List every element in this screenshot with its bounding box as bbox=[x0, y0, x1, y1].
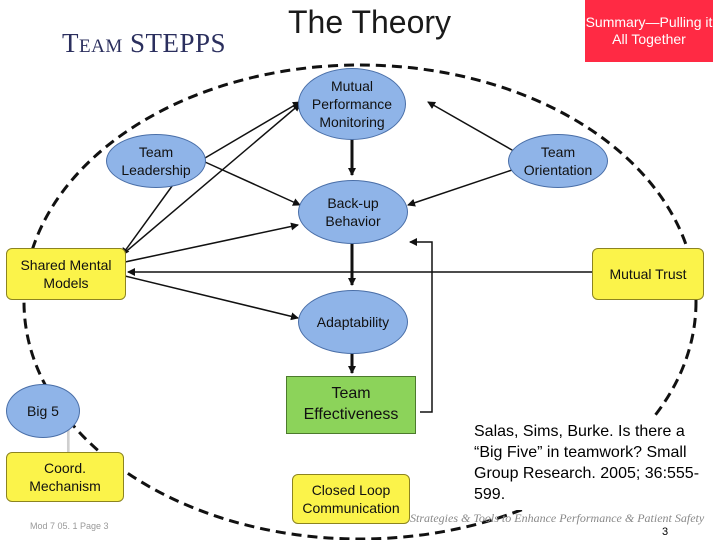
node-team-orientation: Team Orientation bbox=[508, 134, 608, 188]
footer-module-label: Mod 7 05. 1 Page 3 bbox=[30, 521, 109, 531]
node-adaptability: Adaptability bbox=[298, 290, 408, 354]
citation-text: Salas, Sims, Burke. Is there a “Big Five… bbox=[468, 418, 716, 510]
summary-badge: Summary—Pulling it All Together bbox=[585, 0, 713, 62]
node-coord-mechanism: Coord. Mechanism bbox=[6, 452, 124, 502]
node-closed-loop-communication: Closed Loop Communication bbox=[292, 474, 410, 524]
edge-leadership-smm bbox=[121, 181, 176, 256]
node-backup-behavior: Back-up Behavior bbox=[298, 180, 408, 244]
edge-leadership-backup bbox=[204, 161, 301, 206]
footer-tagline: Strategies & Tools to Enhance Performanc… bbox=[410, 511, 705, 525]
node-mutual-performance-monitoring: Mutual Performance Monitoring bbox=[298, 68, 406, 140]
edge-smm-backup bbox=[124, 222, 299, 263]
edge-leadership-monitoring bbox=[196, 101, 301, 166]
page-title: The Theory bbox=[288, 4, 452, 40]
node-team-effectiveness: Team Effectiveness bbox=[286, 376, 416, 434]
node-team-leadership: Team Leadership bbox=[106, 134, 206, 188]
edge-orientation-backup bbox=[407, 169, 513, 207]
node-shared-mental-models: Shared Mental Models bbox=[6, 248, 126, 300]
edge-orientation-monitoring bbox=[427, 101, 521, 157]
teamstepps-logo: Team STEPPS bbox=[62, 28, 227, 58]
dashed-boundary bbox=[22, 63, 698, 540]
node-big-5: Big 5 bbox=[6, 384, 80, 438]
node-mutual-trust: Mutual Trust bbox=[592, 248, 704, 300]
edge-smm-adaptability bbox=[124, 275, 299, 321]
edge-smm-monitoring bbox=[121, 103, 301, 256]
page-number: 3 bbox=[662, 526, 669, 538]
edge-effectiveness-feedback bbox=[409, 238, 433, 413]
